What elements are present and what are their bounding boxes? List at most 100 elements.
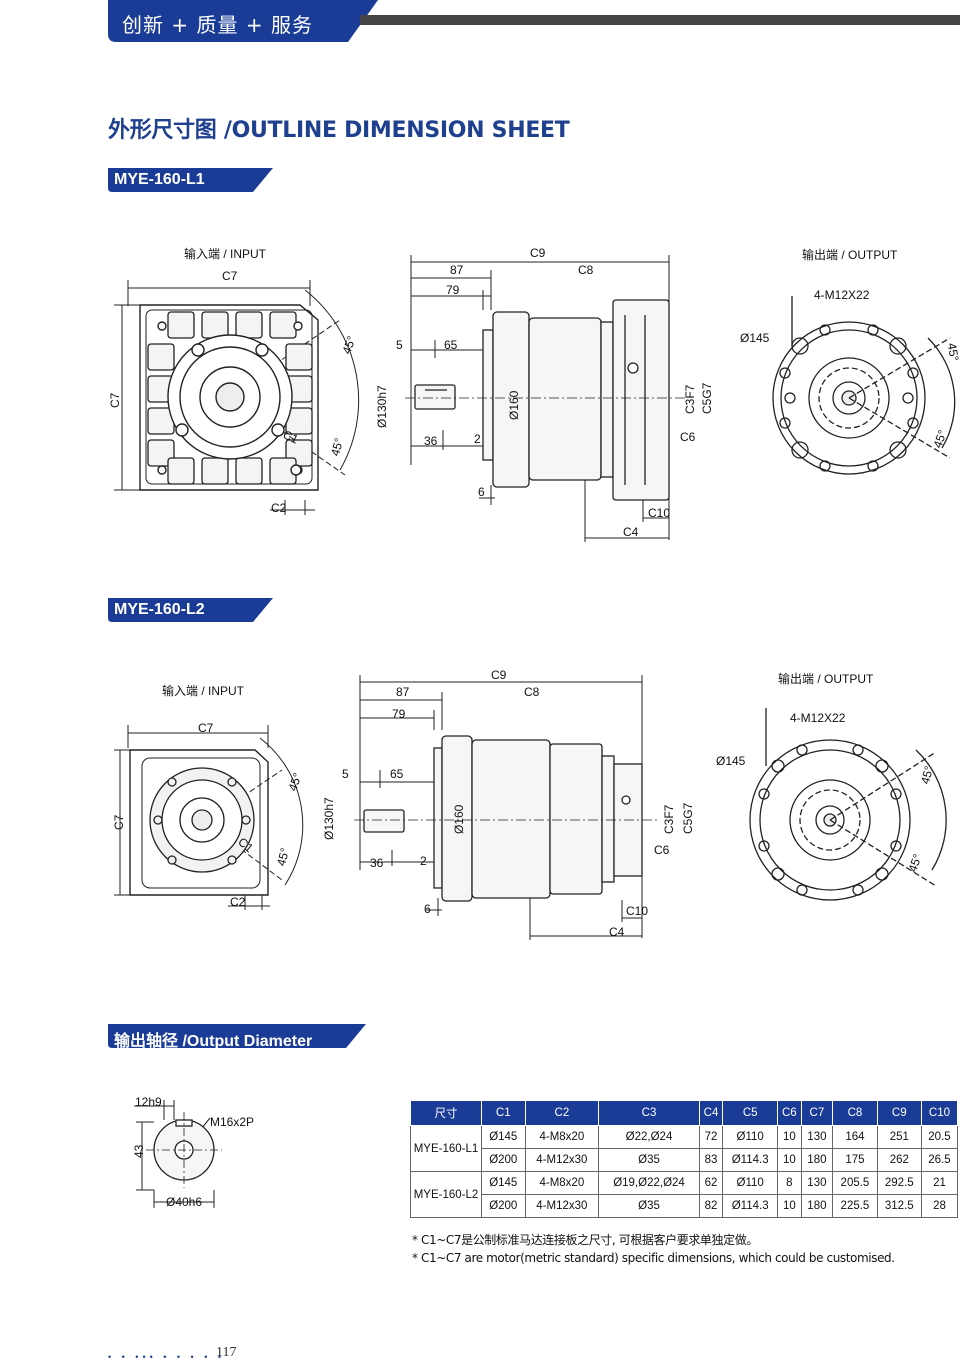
l2-c8: C8: [524, 685, 540, 699]
table-cell: Ø114.3: [722, 1148, 779, 1172]
l2-c4: C4: [609, 925, 625, 939]
l1-d130: Ø130h7: [375, 385, 389, 428]
section-tag-bg: [108, 1024, 366, 1048]
l2-output-label: 输出端 / OUTPUT: [778, 672, 874, 686]
l1-d160: Ø160: [507, 390, 521, 420]
table-cell: Ø114.3: [722, 1194, 779, 1218]
l2-input-label: 输入端 / INPUT: [162, 684, 245, 698]
l2-side-view: [354, 675, 660, 940]
table-cell: 205.5: [832, 1171, 878, 1195]
l2-d145: Ø145: [716, 754, 746, 768]
table-cell: 292.5: [876, 1171, 922, 1195]
table-header-cell: C9: [876, 1100, 922, 1126]
table-cell: 164: [832, 1125, 878, 1149]
note-en: * C1~C7 are motor(metric standard) speci…: [412, 1251, 895, 1265]
l1-c2: C2: [271, 501, 287, 515]
section-tag-bg: [108, 598, 273, 622]
table-cell: 251: [876, 1125, 922, 1149]
header-rule: [360, 15, 960, 25]
l1-c4: C4: [623, 525, 639, 539]
table-cell: 225.5: [832, 1194, 878, 1218]
l2-d160: Ø160: [452, 804, 466, 834]
l1-6: 6: [478, 485, 485, 499]
l1-c9: C9: [530, 246, 546, 260]
l2-input-view: [114, 725, 304, 910]
table-cell: 180: [800, 1148, 834, 1172]
table-cell: 20.5: [920, 1125, 959, 1149]
l2-c7-top: C7: [198, 721, 214, 735]
l1-c7-side: C7: [108, 392, 122, 408]
table-cell: Ø145: [481, 1125, 526, 1149]
page-number: 117: [216, 1345, 237, 1360]
header-banner: [108, 0, 378, 42]
table-cell: 82: [698, 1194, 724, 1218]
section-tag-shaft: 输出轴径 /Output Diameter: [114, 1033, 313, 1050]
l2-c10: C10: [626, 904, 649, 918]
l2-2: 2: [420, 854, 427, 868]
table-cell: 4-M12x30: [524, 1148, 600, 1172]
table-cell: 180: [800, 1194, 834, 1218]
table-cell: Ø200: [481, 1194, 526, 1218]
table-model-cell: MYE-160-L2: [410, 1171, 482, 1218]
table-cell: 130: [800, 1171, 834, 1195]
table-cell: 4-M8x20: [524, 1171, 600, 1195]
table-cell: 10: [777, 1125, 802, 1149]
table-cell: 312.5: [876, 1194, 922, 1218]
table-header-cell: C7: [800, 1100, 834, 1126]
table-cell: Ø110: [722, 1171, 779, 1195]
l1-bolt: 4-M12X22: [814, 288, 870, 302]
section-tag-l1: MYE-160-L1: [114, 171, 205, 188]
table-header-cell: C3: [598, 1100, 700, 1126]
table-header-cell: C10: [920, 1100, 959, 1126]
l2-c5g7: C5G7: [681, 802, 695, 834]
l2-c9: C9: [491, 668, 507, 682]
l1-45-out-top: 45°: [944, 341, 960, 363]
l1-c7-top: C7: [222, 269, 238, 283]
table-cell: Ø19,Ø22,Ø24: [598, 1171, 700, 1195]
table-cell: 26.5: [920, 1148, 959, 1172]
l1-d145: Ø145: [740, 331, 770, 345]
table-cell: 10: [777, 1194, 802, 1218]
table-cell: 262: [876, 1148, 922, 1172]
l2-bolt: 4-M12X22: [790, 711, 846, 725]
table-cell: 4-M8x20: [524, 1125, 600, 1149]
l1-5: 5: [396, 338, 403, 352]
l1-input-label: 输入端 / INPUT: [184, 247, 267, 261]
footer-dots: • • ••• • • • • •: [108, 1352, 226, 1362]
l1-36: 36: [424, 434, 438, 448]
section-tag-bg: [108, 168, 273, 192]
l2-d130: Ø130h7: [322, 797, 336, 840]
table-cell: Ø145: [481, 1171, 526, 1195]
table-cell: 175: [832, 1148, 878, 1172]
table-cell: Ø22,Ø24: [598, 1125, 700, 1149]
l1-input-view: [114, 280, 360, 515]
table-header-cell: 尺寸: [410, 1100, 482, 1126]
l1-c8: C8: [578, 263, 594, 277]
table-cell: 83: [698, 1148, 724, 1172]
l2-79: 79: [392, 707, 406, 721]
page-title: 外形尺寸图 /OUTLINE DIMENSION SHEET: [108, 118, 570, 143]
l2-5: 5: [342, 767, 349, 781]
l1-2: 2: [474, 432, 481, 446]
table-cell: 4-M12x30: [524, 1194, 600, 1218]
l2-87: 87: [396, 685, 410, 699]
l1-output-view: [772, 296, 956, 475]
table-cell: Ø35: [598, 1194, 700, 1218]
table-cell: Ø110: [722, 1125, 779, 1149]
l2-6: 6: [424, 902, 431, 916]
table-cell: 21: [920, 1171, 959, 1195]
l1-87: 87: [450, 263, 464, 277]
l1-c10: C10: [648, 506, 671, 520]
table-header-cell: C5: [722, 1100, 779, 1126]
l1-output-label: 输出端 / OUTPUT: [802, 248, 898, 262]
table-cell: 28: [920, 1194, 959, 1218]
l1-65: 65: [444, 338, 458, 352]
l1-c3f7: C3F7: [683, 384, 697, 414]
table-header-cell: C2: [524, 1100, 600, 1126]
l1-c6: C6: [680, 430, 696, 444]
table-header-cell: C8: [832, 1100, 878, 1126]
